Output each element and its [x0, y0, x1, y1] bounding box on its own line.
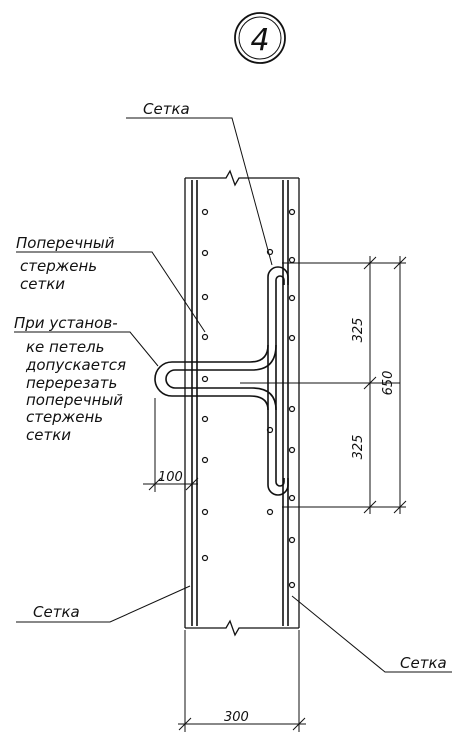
dim-upper-half: 325 [351, 318, 366, 343]
mesh-rods [191, 180, 289, 626]
label-cross-bar-1: Поперечный [16, 234, 115, 252]
cross-bar-dots [201, 208, 296, 589]
dimension-lines [143, 256, 407, 732]
dim-wall-thickness: 300 [224, 710, 249, 725]
dim-total-height: 650 [381, 371, 396, 396]
label-note-4: перерезать [26, 374, 117, 392]
label-note-5: поперечный [26, 391, 123, 409]
label-note-7: сетки [26, 426, 71, 444]
sheet-number-marker: 4 [234, 12, 286, 64]
wall-section [184, 169, 300, 637]
sheet-number: 4 [250, 23, 269, 58]
label-mesh-top: Сетка [143, 100, 190, 118]
dim-loop-offset: 100 [158, 470, 183, 485]
label-note-1: При установ- [14, 314, 118, 332]
dim-lower-half: 325 [351, 435, 366, 460]
label-note-3: допускается [25, 356, 126, 374]
label-mesh-left: Сетка [33, 603, 80, 621]
label-note-2: ке петель [26, 338, 105, 356]
label-cross-bar-3: сетки [20, 275, 65, 293]
label-note-6: стержень [26, 408, 103, 426]
leader-lines [14, 117, 452, 673]
label-mesh-right: Сетка [400, 654, 447, 672]
hinge-loop [154, 266, 289, 496]
labels: Сетка Поперечный стержень сетки При уста… [14, 100, 447, 725]
label-cross-bar-2: стержень [20, 257, 97, 275]
